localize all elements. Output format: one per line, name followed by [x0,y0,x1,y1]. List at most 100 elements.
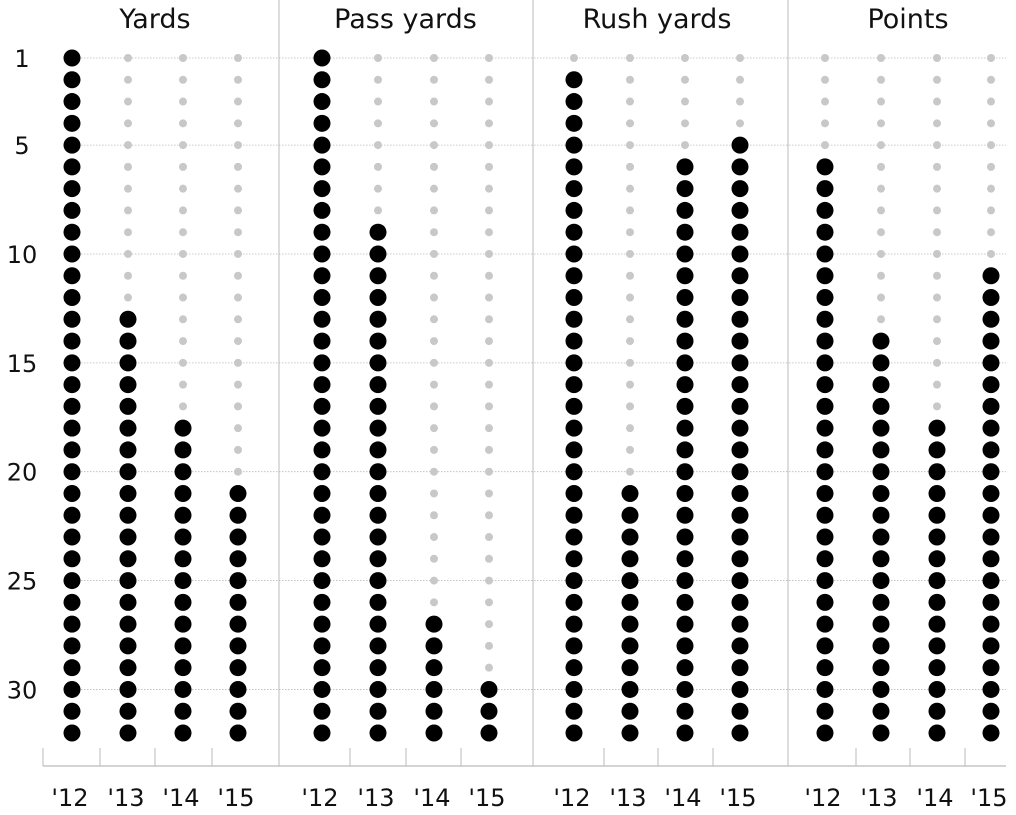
rank-dot-empty [987,249,995,258]
rank-dot-filled [369,484,387,502]
rank-dot-filled [63,201,81,219]
rank-dot-empty [179,119,187,128]
rank-dot-filled [928,572,946,590]
rank-dot-filled [676,528,694,546]
rank-dot-empty [933,162,941,171]
rank-dot-filled [872,506,890,524]
rank-dot-filled [982,680,1000,698]
rank-dot-empty [736,97,744,106]
rank-dot-filled [676,397,694,415]
rank-dot-empty [821,141,829,150]
x-tick-label: '15 [468,784,505,812]
rank-dot-empty [933,271,941,280]
rank-dot-filled [119,550,137,568]
rank-dot-filled [63,245,81,263]
rank-dot-empty [485,184,493,193]
rank-dot-filled [369,310,387,328]
rank-dot-filled [731,180,749,198]
rank-dot-filled [872,441,890,459]
rank-dot-filled [425,724,443,742]
rank-dot-filled [816,680,834,698]
rank-dot-empty [933,337,941,346]
rank-dot-filled [676,702,694,720]
rank-dot-empty [485,206,493,215]
rank-dot-filled [676,593,694,611]
rank-dot-filled [119,441,137,459]
y-tick-label: 10 [7,241,38,269]
rank-dot-filled [872,550,890,568]
rank-dot-filled [313,484,331,502]
rank-dot-filled [731,572,749,590]
rank-dot-empty [374,97,382,106]
rank-dot-filled [565,289,583,307]
rank-dot-filled [872,572,890,590]
rank-dot-filled [928,441,946,459]
rank-dot-filled [63,572,81,590]
rank-dot-empty [485,663,493,672]
rank-dot-filled [928,463,946,481]
rank-dot-empty [374,162,382,171]
rank-dot-empty [234,54,242,62]
rank-dot-filled [676,223,694,241]
rank-dot-filled [174,484,192,502]
rank-dot-filled [174,550,192,568]
rank-dot-filled [63,463,81,481]
rank-dot-filled [565,441,583,459]
rank-dot-empty [877,249,885,258]
rank-dot-filled [63,354,81,372]
rank-dot-filled [63,71,81,89]
rank-dot-empty [626,315,634,324]
rank-dot-empty [987,97,995,106]
rank-dot-empty [933,228,941,237]
rank-dot-filled [565,376,583,394]
rank-dot-filled [565,484,583,502]
rank-dot-empty [179,380,187,389]
rank-dot-filled [982,397,1000,415]
rank-dot-filled [119,310,137,328]
rank-dot-filled [928,615,946,633]
rank-dot-empty [626,402,634,411]
rank-dot-empty [234,184,242,193]
rank-dot-empty [430,162,438,171]
rank-dot-filled [369,463,387,481]
rank-dot-filled [872,702,890,720]
rank-dot-empty [234,380,242,389]
rank-dot-filled [174,659,192,677]
rank-dot-empty [485,533,493,542]
rank-dot-empty [933,402,941,411]
rank-dot-filled [63,615,81,633]
rank-dot-filled [119,615,137,633]
rank-dot-filled [229,484,247,502]
rank-dot-filled [872,419,890,437]
rank-dot-filled [982,528,1000,546]
rank-dot-empty [877,228,885,237]
rank-dot-filled [480,680,498,698]
rank-dot-filled [872,528,890,546]
rank-dot-filled [119,702,137,720]
rank-dot-filled [928,484,946,502]
rank-dot-filled [174,680,192,698]
rank-dot-filled [816,397,834,415]
rank-dot-filled [313,201,331,219]
rank-dot-empty [626,380,634,389]
rank-dot-empty [124,54,132,62]
rank-dot-filled [63,267,81,285]
rank-dot-filled [816,289,834,307]
rank-dot-filled [928,724,946,742]
rank-dot-filled [928,419,946,437]
rank-dot-filled [731,332,749,350]
rank-dot-filled [369,376,387,394]
rank-dot-filled [119,354,137,372]
rank-dot-empty [179,402,187,411]
rank-dot-empty [430,75,438,84]
y-tick-label: 1 [14,45,29,73]
rank-dot-empty [179,97,187,106]
rank-dot-empty [124,206,132,215]
rank-dot-filled [872,332,890,350]
rank-dot-filled [982,376,1000,394]
rank-dot-empty [234,75,242,84]
rank-dot-empty [234,141,242,150]
rank-dot-filled [369,593,387,611]
rank-dot-empty [179,184,187,193]
rank-dot-filled [63,376,81,394]
